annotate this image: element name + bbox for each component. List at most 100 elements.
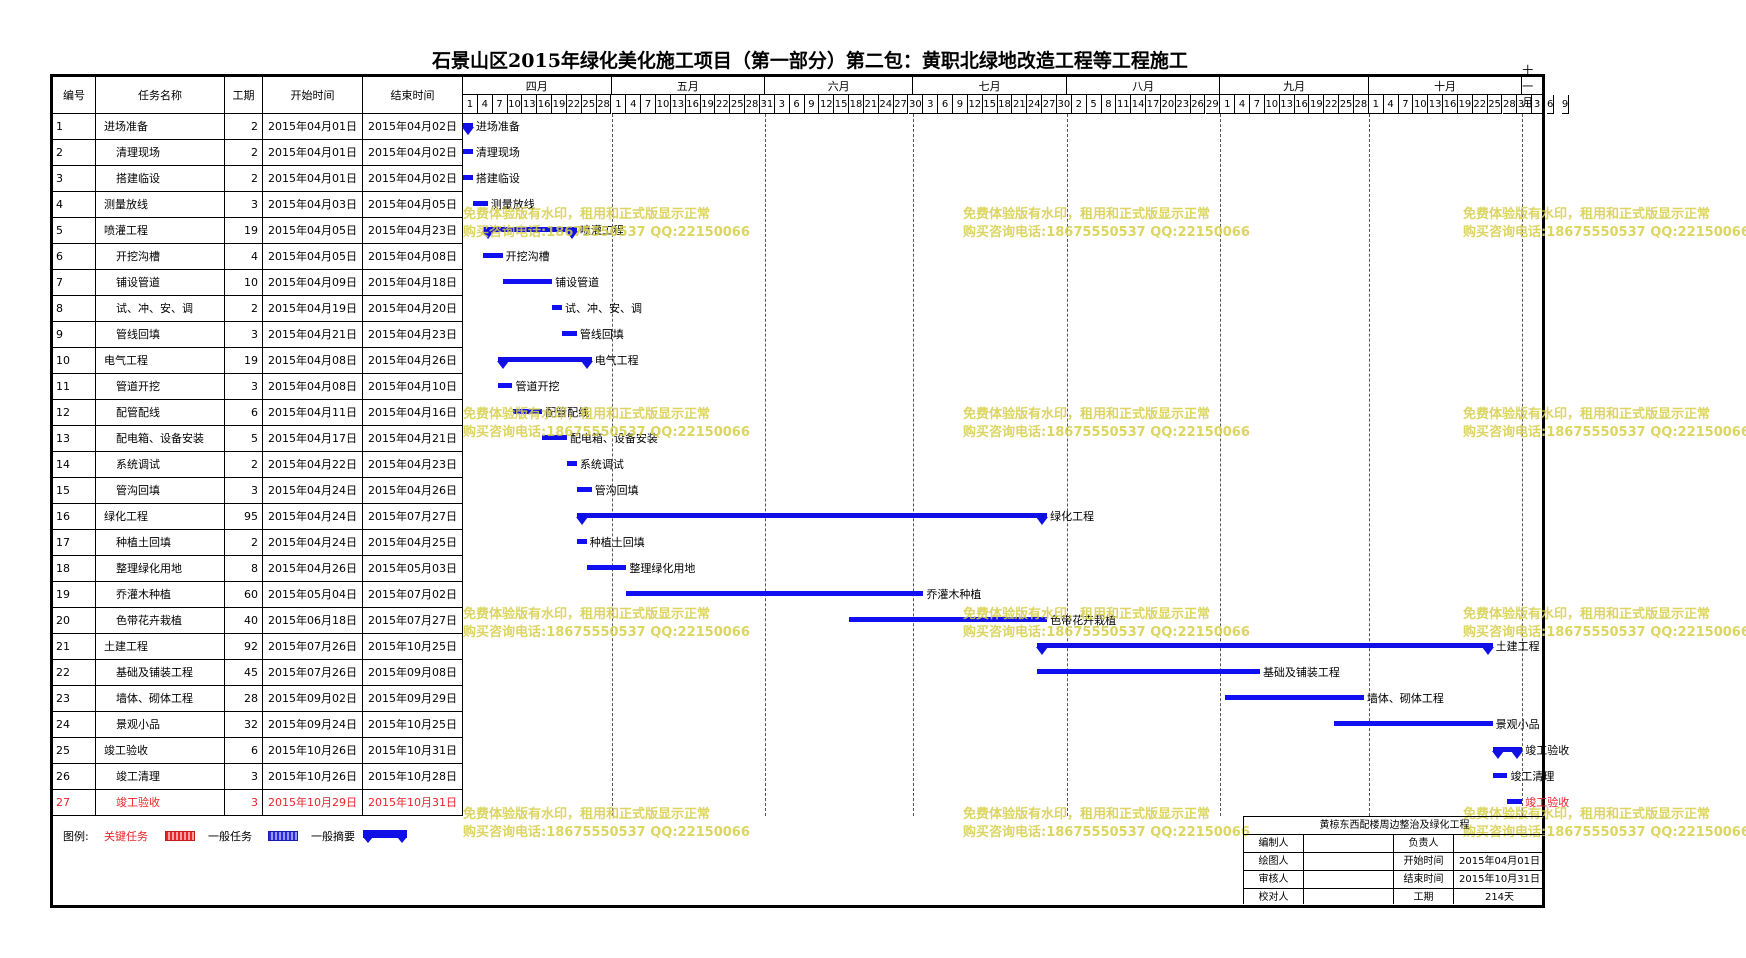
info-drafter-value[interactable] [1303, 852, 1393, 870]
summary-bar[interactable] [1492, 747, 1523, 752]
timescale-day: 17 [1146, 95, 1161, 114]
info-start-value[interactable]: 2015年04月01日 [1453, 852, 1545, 870]
task-bar[interactable] [586, 565, 627, 570]
col-header-start[interactable]: 开始时间 [263, 77, 363, 114]
timescale-day: 22 [1324, 95, 1340, 114]
task-bar[interactable] [497, 383, 513, 388]
info-reviewer-value[interactable] [1303, 870, 1393, 888]
task-id: 3 [53, 166, 96, 191]
col-header-id[interactable]: 编号 [53, 77, 96, 114]
info-end-value[interactable]: 2015年10月31日 [1453, 870, 1545, 888]
bar-label: 色带花卉栽植 [1050, 614, 1117, 627]
timescale-day: 7 [641, 95, 657, 114]
task-id: 16 [53, 504, 96, 529]
bar-label: 管线回填 [579, 328, 624, 341]
task-bar[interactable] [566, 461, 577, 466]
col-header-duration[interactable]: 工期 [225, 77, 263, 114]
task-bar[interactable] [542, 435, 567, 440]
col-header-end[interactable]: 结束时间 [363, 77, 463, 114]
task-name: 管沟回填 [96, 478, 225, 503]
info-owner-value[interactable] [1453, 834, 1545, 852]
task-bar[interactable] [552, 305, 562, 310]
task-bar[interactable] [1037, 669, 1260, 674]
task-bar[interactable] [482, 253, 503, 258]
timescale-day: 4 [1235, 95, 1251, 114]
task-bar[interactable] [502, 279, 553, 284]
bar-label: 铺设管道 [555, 276, 600, 289]
task-duration: 3 [225, 790, 263, 815]
task-end: 2015年10月25日 [363, 634, 463, 659]
task-bar[interactable] [1492, 773, 1508, 778]
summary-bar[interactable] [1037, 643, 1493, 648]
task-bar[interactable] [463, 175, 473, 180]
timescale-day: 7 [1250, 95, 1265, 114]
summary-bar[interactable] [482, 227, 577, 232]
task-id: 17 [53, 530, 96, 555]
task-bar[interactable] [1507, 799, 1523, 804]
timescale-day: 30 [1057, 95, 1072, 114]
col-header-name[interactable]: 任务名称 [96, 77, 225, 114]
info-drafter-label: 绘图人 [1243, 852, 1303, 870]
task-bar[interactable] [849, 617, 1048, 622]
bar-label: 土建工程 [1495, 640, 1540, 653]
task-end: 2015年04月26日 [363, 348, 463, 373]
task-bar[interactable] [1225, 695, 1364, 700]
timescale-day: 20 [1160, 95, 1176, 114]
timescale-day: 3 [1532, 95, 1543, 114]
task-bar[interactable] [472, 201, 488, 206]
task-end: 2015年04月05日 [363, 192, 463, 217]
summary-bar[interactable] [497, 357, 592, 362]
summary-bar[interactable] [576, 513, 1048, 518]
task-bar[interactable] [1334, 721, 1493, 726]
timescale-day: 23 [1175, 95, 1191, 114]
info-checker-value[interactable] [1303, 888, 1393, 904]
task-id: 25 [53, 738, 96, 763]
task-bar[interactable] [576, 487, 592, 492]
task-bar[interactable] [512, 409, 543, 414]
task-bar[interactable] [562, 331, 577, 336]
timescale-day: 10 [1413, 95, 1429, 114]
task-end: 2015年04月23日 [363, 322, 463, 347]
timescale-month: 八月 [1066, 77, 1221, 95]
info-editor-value[interactable] [1303, 834, 1393, 852]
timescale-day: 19 [1309, 95, 1325, 114]
task-name: 绿化工程 [96, 504, 225, 529]
task-bar[interactable] [626, 591, 924, 596]
bar-label: 基础及铺装工程 [1262, 666, 1340, 679]
task-bar[interactable] [576, 539, 587, 544]
task-bar[interactable] [463, 149, 473, 154]
info-duration-label: 工期 [1393, 888, 1453, 904]
page-title: 石景山区2015年绿化美化施工项目（第一部分）第二包：黄职北绿地改造工程等工程施… [432, 50, 1188, 72]
timescale-day: 3 [923, 95, 939, 114]
task-start: 2015年04月05日 [263, 218, 363, 243]
summary-bar[interactable] [463, 123, 473, 128]
timescale-day: 28 [1502, 95, 1518, 114]
